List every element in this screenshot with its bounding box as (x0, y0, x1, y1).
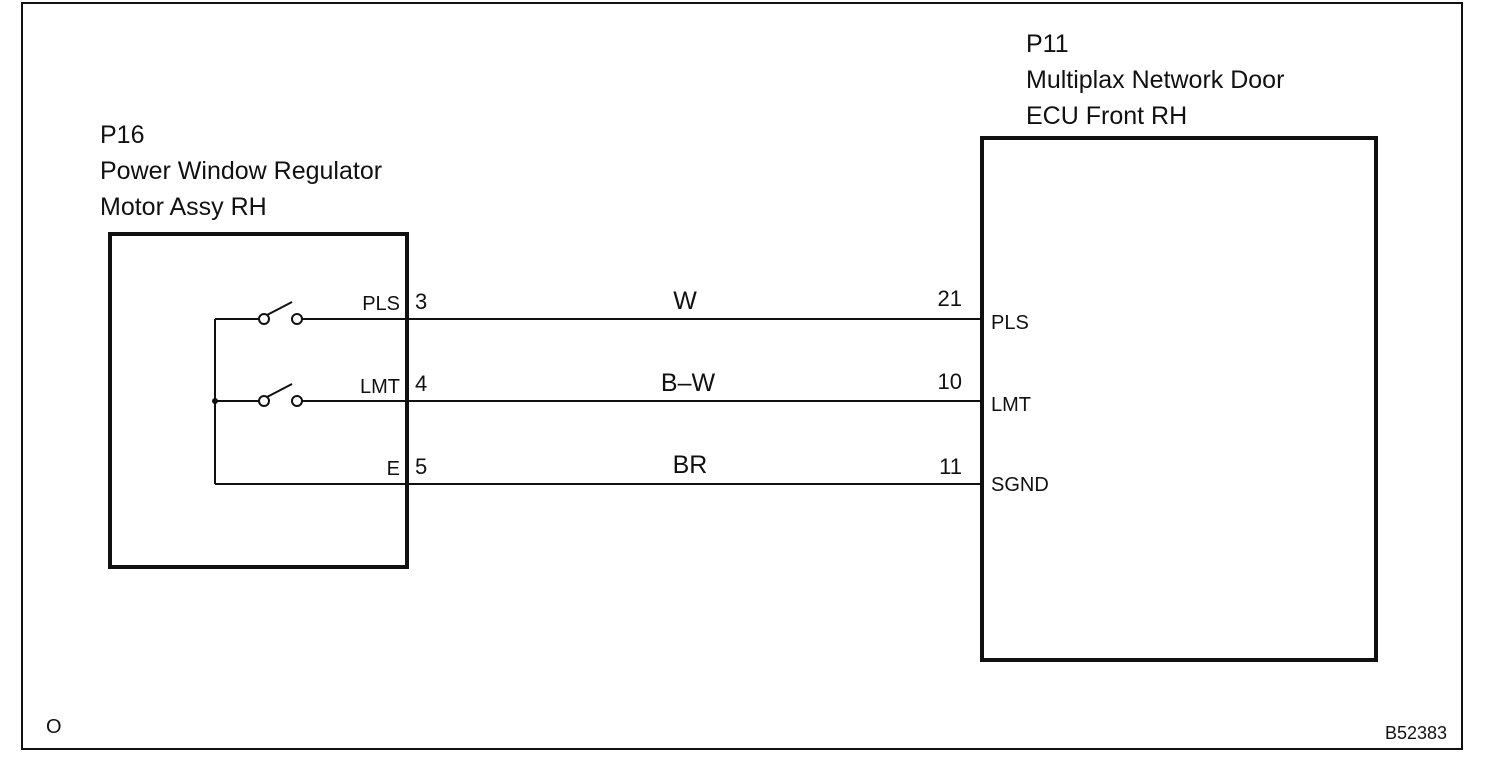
left-internal-circuit (214, 301, 407, 485)
right-pin-number: 21 (938, 286, 962, 311)
left-terminal-label: PLS (362, 293, 400, 315)
left-terminal-label: LMT (360, 376, 400, 398)
left-pin-number: 5 (415, 454, 427, 479)
left-component-code: P16 (100, 121, 144, 149)
right-component-box (980, 136, 1378, 662)
junction-dot (212, 398, 218, 404)
right-component-name-line2: ECU Front RH (1026, 102, 1187, 130)
right-pin-number: 11 (939, 454, 962, 479)
right-terminal-label: PLS (991, 312, 1029, 334)
left-component-name-line2: Motor Assy RH (100, 193, 267, 221)
right-pin-number: 10 (938, 369, 962, 394)
left-terminal-label: E (387, 458, 400, 480)
left-pin-number: 4 (415, 371, 427, 396)
diagram-frame (21, 2, 1463, 750)
wire-color-label: W (673, 287, 697, 315)
figure-id: B52383 (1385, 723, 1447, 743)
footer-left-mark: O (46, 716, 62, 738)
right-component-name-line1: Multiplax Network Door (1026, 66, 1284, 94)
left-pin-number: 3 (415, 289, 427, 314)
wire-color-label: BR (673, 451, 708, 479)
right-terminal-label: SGND (991, 474, 1049, 496)
wire-color-label: B–W (661, 369, 716, 397)
right-terminal-label: LMT (991, 394, 1031, 416)
left-component-name-line1: Power Window Regulator (100, 157, 382, 185)
right-component-code: P11 (1026, 30, 1069, 58)
